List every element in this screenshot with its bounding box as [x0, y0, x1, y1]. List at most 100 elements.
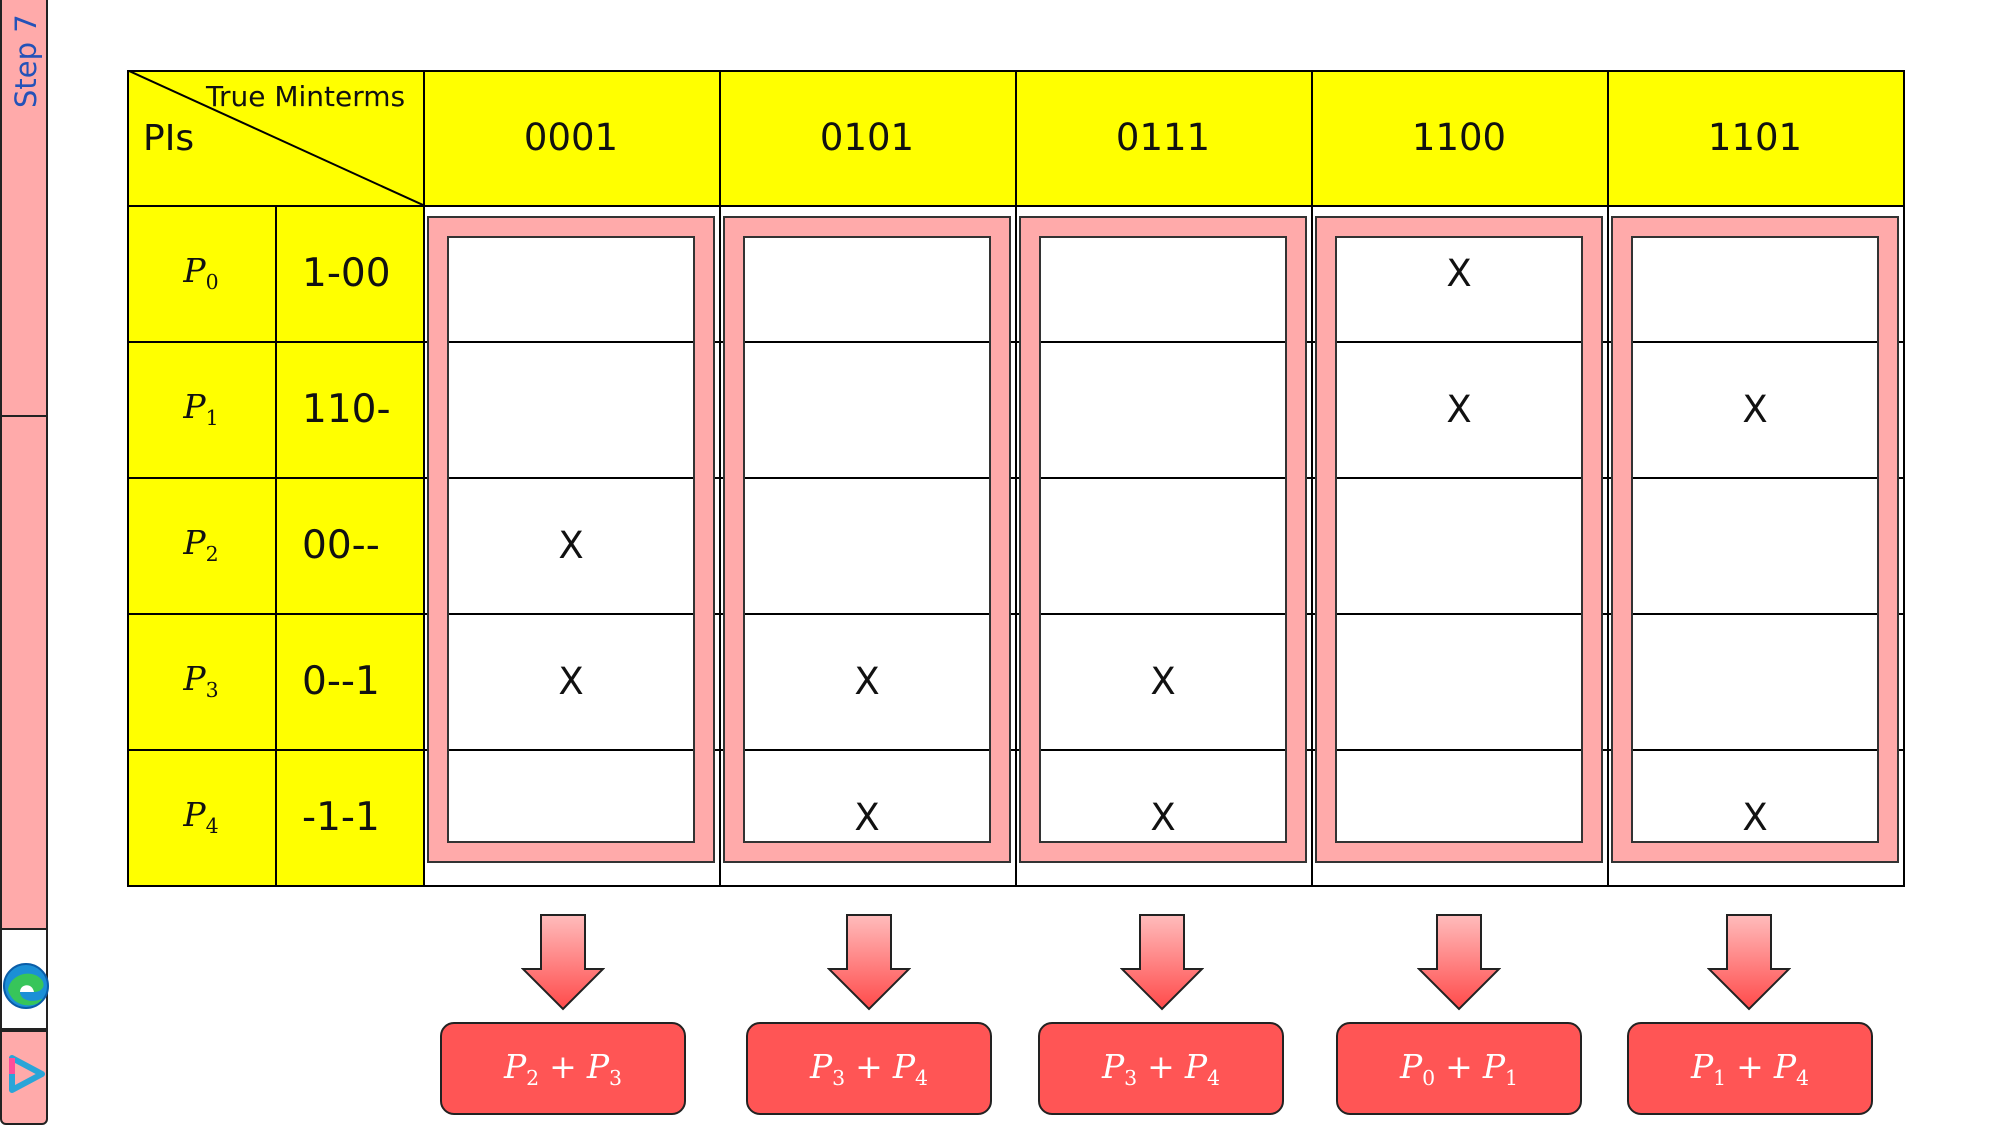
coverage-mark-cell: X [1607, 749, 1903, 885]
result-term-b: P [1482, 1046, 1506, 1086]
result-expression: P3+P4 [810, 1047, 928, 1090]
column-divider [1311, 70, 1313, 887]
result-term-a: P [1101, 1046, 1125, 1086]
result-operator: + [855, 1046, 883, 1086]
column-highlight-frame [1019, 216, 1307, 863]
pi-name: P2 [183, 523, 218, 566]
result-term-b-subscript: 4 [1796, 1066, 1810, 1091]
app-button[interactable] [0, 1030, 48, 1125]
pi-name-letter: P [183, 251, 206, 291]
pi-name: P0 [183, 251, 218, 294]
corner-label-pis: PIs [143, 118, 195, 159]
pi-term-cell: 1-00 [275, 205, 423, 341]
coverage-mark-cell: X [719, 613, 1015, 749]
result-term-a-subscript: 1 [1713, 1066, 1727, 1091]
pi-term: 1-00 [302, 250, 391, 296]
pi-name-subscript: 1 [205, 406, 219, 431]
column-highlight-frame [723, 216, 1011, 863]
result-term-a: P [1399, 1046, 1423, 1086]
result-expression-box: P0+P1 [1336, 1022, 1582, 1115]
minterm-label: 0101 [819, 116, 915, 159]
minterm-header: 0101 [719, 70, 1015, 205]
coverage-mark: X [1742, 795, 1768, 839]
minterm-label: 1101 [1707, 116, 1803, 159]
corner-label-true-minterms: True Minterms [206, 80, 406, 113]
coverage-mark-cell: X [1015, 749, 1311, 885]
result-term-a-subscript: 3 [832, 1066, 846, 1091]
step-tab[interactable]: Step 7 [0, 0, 48, 417]
result-term-a: P [1690, 1046, 1714, 1086]
coverage-mark-cell: X [1311, 205, 1607, 341]
result-operator: + [1147, 1046, 1175, 1086]
column-divider [1607, 70, 1609, 887]
coverage-mark-cell: X [423, 477, 719, 613]
column-divider [423, 70, 425, 887]
pi-name-letter: P [183, 659, 206, 699]
column-highlight-frame [1315, 216, 1603, 863]
coverage-mark-cell: X [1015, 613, 1311, 749]
pi-name-subscript: 2 [205, 542, 219, 567]
pi-name-cell: P3 [127, 613, 275, 749]
column-highlight-frame [1611, 216, 1899, 863]
result-term-a: P [809, 1046, 833, 1086]
coverage-mark: X [1446, 251, 1472, 295]
result-term-b-subscript: 1 [1505, 1066, 1519, 1091]
minterm-header: 1101 [1607, 70, 1903, 205]
pi-name-letter: P [183, 795, 206, 835]
left-taskbar: Step 7 [0, 0, 50, 1125]
column-divider [1903, 70, 1905, 887]
result-term-b: P [1184, 1046, 1208, 1086]
pi-name-subscript: 3 [205, 678, 219, 703]
down-arrow-icon [521, 914, 605, 1011]
result-expression: P1+P4 [1691, 1047, 1809, 1090]
result-term-b-subscript: 4 [915, 1066, 929, 1091]
coverage-mark: X [1446, 387, 1472, 431]
pi-name: P1 [183, 387, 218, 430]
minterm-header: 1100 [1311, 70, 1607, 205]
coverage-mark-cell: X [1607, 341, 1903, 477]
pi-name-letter: P [183, 523, 206, 563]
result-expression: P3+P4 [1102, 1047, 1220, 1090]
result-term-b: P [892, 1046, 916, 1086]
result-term-a-subscript: 0 [1422, 1066, 1436, 1091]
result-term-b: P [586, 1046, 610, 1086]
result-term-b: P [1773, 1046, 1797, 1086]
minterm-header: 0001 [423, 70, 719, 205]
corner-diagonal [127, 70, 423, 205]
column-divider [275, 205, 277, 885]
pi-name-cell: P4 [127, 749, 275, 885]
taskbar-blank-panel [0, 417, 48, 930]
edge-browser-icon [3, 963, 49, 1009]
edge-browser-button[interactable] [0, 930, 49, 1030]
column-divider [719, 70, 721, 887]
result-operator: + [1736, 1046, 1764, 1086]
column-divider [1015, 70, 1017, 887]
result-expression-box: P1+P4 [1627, 1022, 1873, 1115]
coverage-mark: X [1150, 659, 1176, 703]
coverage-mark: X [1150, 795, 1176, 839]
pi-name-cell: P0 [127, 205, 275, 341]
coverage-mark: X [854, 795, 880, 839]
result-term-b-subscript: 3 [609, 1066, 623, 1091]
down-arrow-icon [827, 914, 911, 1011]
result-term-a-subscript: 3 [1124, 1066, 1138, 1091]
result-expression-box: P2+P3 [440, 1022, 686, 1115]
pi-name-subscript: 0 [205, 270, 219, 295]
pi-term-cell: 00-- [275, 477, 423, 613]
coverage-mark: X [1742, 387, 1768, 431]
coverage-mark: X [558, 659, 584, 703]
coverage-mark-cell: X [423, 613, 719, 749]
pi-name: P3 [183, 659, 218, 702]
pi-name-cell: P2 [127, 477, 275, 613]
result-expression-box: P3+P4 [746, 1022, 992, 1115]
result-term-a: P [503, 1046, 527, 1086]
coverage-mark-cell: X [719, 749, 1015, 885]
result-expression-box: P3+P4 [1038, 1022, 1284, 1115]
coverage-mark: X [558, 523, 584, 567]
result-operator: + [549, 1046, 577, 1086]
minterm-label: 1100 [1411, 116, 1507, 159]
pi-name-cell: P1 [127, 341, 275, 477]
minterm-label: 0111 [1115, 116, 1211, 159]
pi-term-cell: 0--1 [275, 613, 423, 749]
pi-name-subscript: 4 [205, 814, 219, 839]
